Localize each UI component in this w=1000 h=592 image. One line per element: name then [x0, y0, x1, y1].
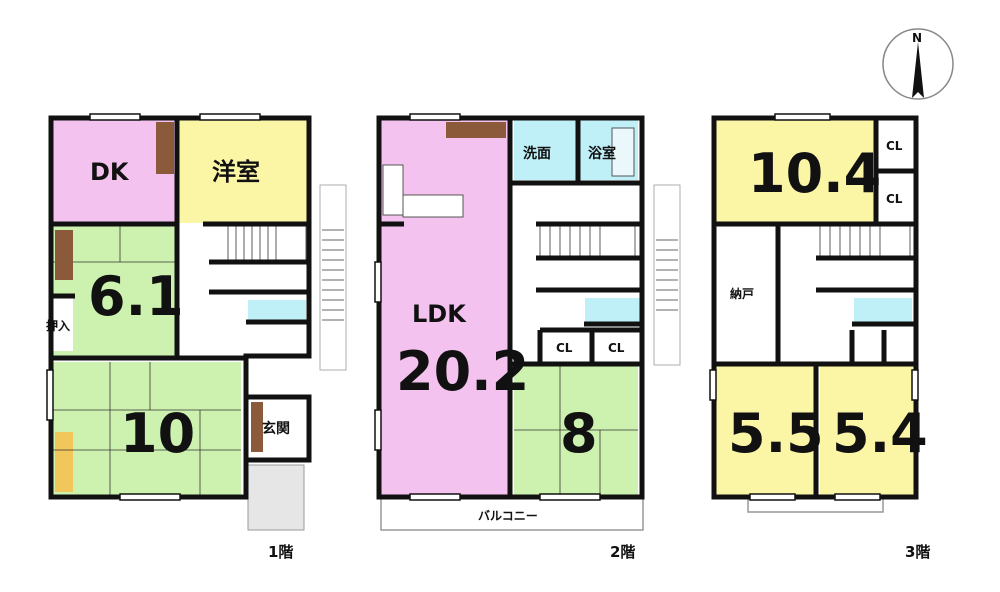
room-10-4 — [716, 120, 874, 223]
toilet-1f — [248, 300, 306, 320]
label-cl-3b: CL — [886, 192, 903, 206]
label-ldk: LDK — [412, 300, 467, 328]
label-10-4: 10.4 — [748, 142, 881, 205]
floor-2-label: 2階 — [610, 543, 635, 561]
label-20-2: 20.2 — [396, 340, 529, 403]
label-6-1: 6.1 — [88, 265, 184, 328]
entrance-porch — [247, 464, 305, 531]
floor-3: 10.4 CL CL 納戸 5.5 5.4 3階 — [709, 113, 930, 561]
room-8 — [514, 366, 638, 495]
closet-oshiire — [51, 296, 73, 351]
toilet-3f — [854, 298, 912, 322]
walls-1f — [48, 115, 312, 500]
label-cl-2: CL — [608, 341, 625, 355]
label-8: 8 — [560, 402, 598, 465]
toilet-2f — [585, 298, 640, 322]
storage-6-1 — [55, 230, 73, 280]
fridge-space-2f — [446, 122, 506, 138]
label-5-5: 5.5 — [728, 402, 824, 465]
label-balcony: バルコニー — [478, 509, 538, 523]
label-oshiire: 押入 — [46, 318, 70, 333]
kitchen-counter — [402, 194, 464, 218]
room-5-4 — [820, 365, 914, 495]
floor-1: DK 洋室 6.1 押入 10 玄関 1階 — [46, 113, 347, 561]
floor-3-label: 3階 — [905, 543, 930, 561]
compass-north-label: N — [912, 31, 922, 45]
floor-1-label: 1階 — [268, 543, 293, 561]
stove — [382, 164, 404, 216]
label-bath: 浴室 — [588, 145, 616, 162]
walls-3f — [711, 115, 919, 500]
room-10 — [51, 362, 241, 495]
north-arrow-icon — [912, 42, 924, 98]
compass: N — [882, 28, 954, 100]
label-10: 10 — [120, 402, 195, 465]
fridge-space-1f — [156, 122, 174, 174]
label-wash: 洗面 — [523, 145, 551, 162]
bathtub — [611, 127, 635, 177]
shoe-box — [251, 402, 263, 452]
walls-2f — [376, 115, 645, 500]
room-5-5 — [716, 365, 814, 495]
floor-2: LDK 20.2 洗面 浴室 CL CL 8 バルコニー 2階 — [374, 113, 681, 561]
label-western: 洋室 — [212, 158, 260, 186]
room-western — [179, 120, 307, 223]
label-genkan: 玄関 — [262, 420, 290, 437]
label-nando: 納戸 — [730, 286, 754, 301]
balcony — [380, 497, 644, 531]
tokonoma — [55, 432, 73, 492]
label-cl-3a: CL — [886, 139, 903, 153]
label-5-4: 5.4 — [832, 402, 928, 465]
label-cl-1: CL — [556, 341, 573, 355]
room-wash — [514, 120, 576, 180]
label-dk: DK — [90, 158, 130, 186]
